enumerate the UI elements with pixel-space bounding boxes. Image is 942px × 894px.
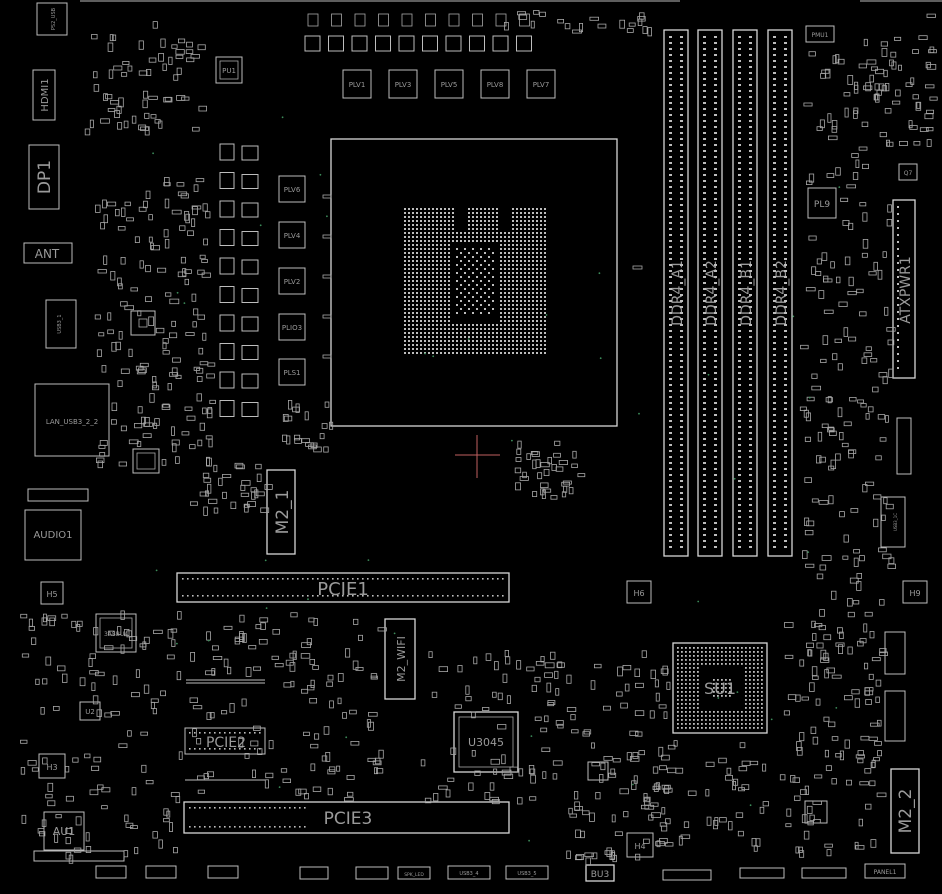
pu1-label: PU1 [222, 67, 236, 75]
ddr4-slots: DDR4_A1 DDR4_A2 DDR4_B1 DDR4_B2 [663, 29, 793, 557]
vrm-top-row: PLV1 PLV3 PLV5 PLV8 PLV7 [304, 13, 556, 99]
plv2-label: PLV2 [284, 278, 301, 286]
ddr4-a2-label: DDR4_A2 [704, 260, 720, 326]
u3045-label: U3045 [468, 736, 504, 749]
pcie3-label: PCIE3 [324, 809, 373, 829]
ddr4-a1-label: DDR4_A1 [670, 260, 686, 326]
m2-2-slot: M2_2 [890, 768, 920, 854]
lan-usb-label: LAN_USB3_2_2 [46, 418, 98, 426]
plv6-label: PLV6 [284, 186, 301, 194]
usb3-1-label: USB3_1 [57, 314, 63, 333]
au1-chip: AU1 [43, 811, 85, 851]
crosshair-marker [455, 435, 500, 478]
su1-label: SU1 [704, 679, 736, 698]
atxpwr1-label: ATXPWR1 [898, 256, 914, 324]
ant-label: ANT [35, 247, 60, 261]
au1-label: AU1 [53, 825, 76, 838]
usb3-1c-label: USB3_1C [893, 513, 898, 531]
plio3-label: PLIO3 [282, 324, 302, 332]
ddr4-b2-label: DDR4_B2 [774, 260, 790, 326]
pu1-controller: PU1 [215, 56, 243, 84]
m2-wifi-label: M2_WIFI [395, 636, 408, 682]
cpu-socket [322, 138, 643, 427]
mounting-holes: H5 H6 H9 H3 H4 [38, 580, 928, 858]
su1-chipset: SU1 [672, 642, 768, 734]
pcie3-slot: PCIE3 [183, 801, 510, 834]
plv1-label: PLV1 [349, 81, 366, 89]
panel1-label: PANEL1 [874, 869, 897, 876]
h9-label: H9 [909, 589, 920, 598]
audio1-label: AUDIO1 [33, 530, 72, 541]
hdmi1-label: HDMI1 [40, 78, 51, 111]
dp1-label: DP1 [35, 160, 55, 194]
plv3-label: PLV3 [395, 81, 412, 89]
atx-power-connector: ATXPWR1 [892, 199, 916, 379]
plv4-label: PLV4 [284, 232, 301, 240]
plv7-label: PLV7 [533, 81, 550, 89]
q7-label: Q7 [904, 170, 913, 177]
pcie2-label: PCIE2 [206, 735, 246, 751]
h5-label: H5 [46, 590, 57, 599]
u2-label: U2 [85, 708, 95, 716]
ddr4-b1-label: DDR4_B1 [739, 260, 755, 326]
m2-1-slot: M2_1 [266, 469, 296, 555]
rear-io-column: PS2_USB HDMI1 DP1 ANT USB3_1 LAN_USB3_2_… [23, 2, 110, 561]
pmu1-label: PMU1 [811, 32, 828, 39]
usb3-4-label: USB3_4 [459, 871, 478, 877]
pls1-label: PLS1 [283, 369, 300, 377]
m2-wifi-slot: M2_WIFI [384, 618, 416, 700]
plv8-label: PLV8 [487, 81, 504, 89]
cpu-pin-array [404, 208, 546, 354]
h6-label: H6 [633, 589, 644, 598]
pl9-label: PL9 [814, 200, 830, 210]
ps2-usb-label: PS2_USB [51, 7, 57, 30]
vrm-left-column: PLV6 PLV4 PLV2 PLIO3 PLS1 [219, 143, 306, 417]
smd-components [20, 9, 938, 866]
m2-1-label: M2_1 [273, 490, 293, 535]
u2-chip: U2 [79, 701, 101, 721]
usb3-5-label: USB3_5 [517, 871, 536, 877]
bu3-label: BU3 [591, 870, 610, 880]
u3045-chip: U3045 [453, 711, 519, 773]
plv5-label: PLV5 [441, 81, 458, 89]
bottom-headers: SPK_LED USB3_4 USB3_5 BU3 PANEL1 [27, 488, 906, 882]
m2-2-label: M2_2 [896, 789, 916, 834]
h3-label: H3 [46, 763, 57, 772]
asbu4-chip: 3ASBU4 [95, 613, 137, 653]
pcie1-slot: PCIE1 [176, 572, 510, 603]
asbu4-label: 3ASBU4 [104, 631, 128, 638]
spk-led-label: SPK_LED [404, 872, 424, 878]
pcie1-label: PCIE1 [317, 579, 369, 600]
h4-label: H4 [634, 842, 645, 851]
